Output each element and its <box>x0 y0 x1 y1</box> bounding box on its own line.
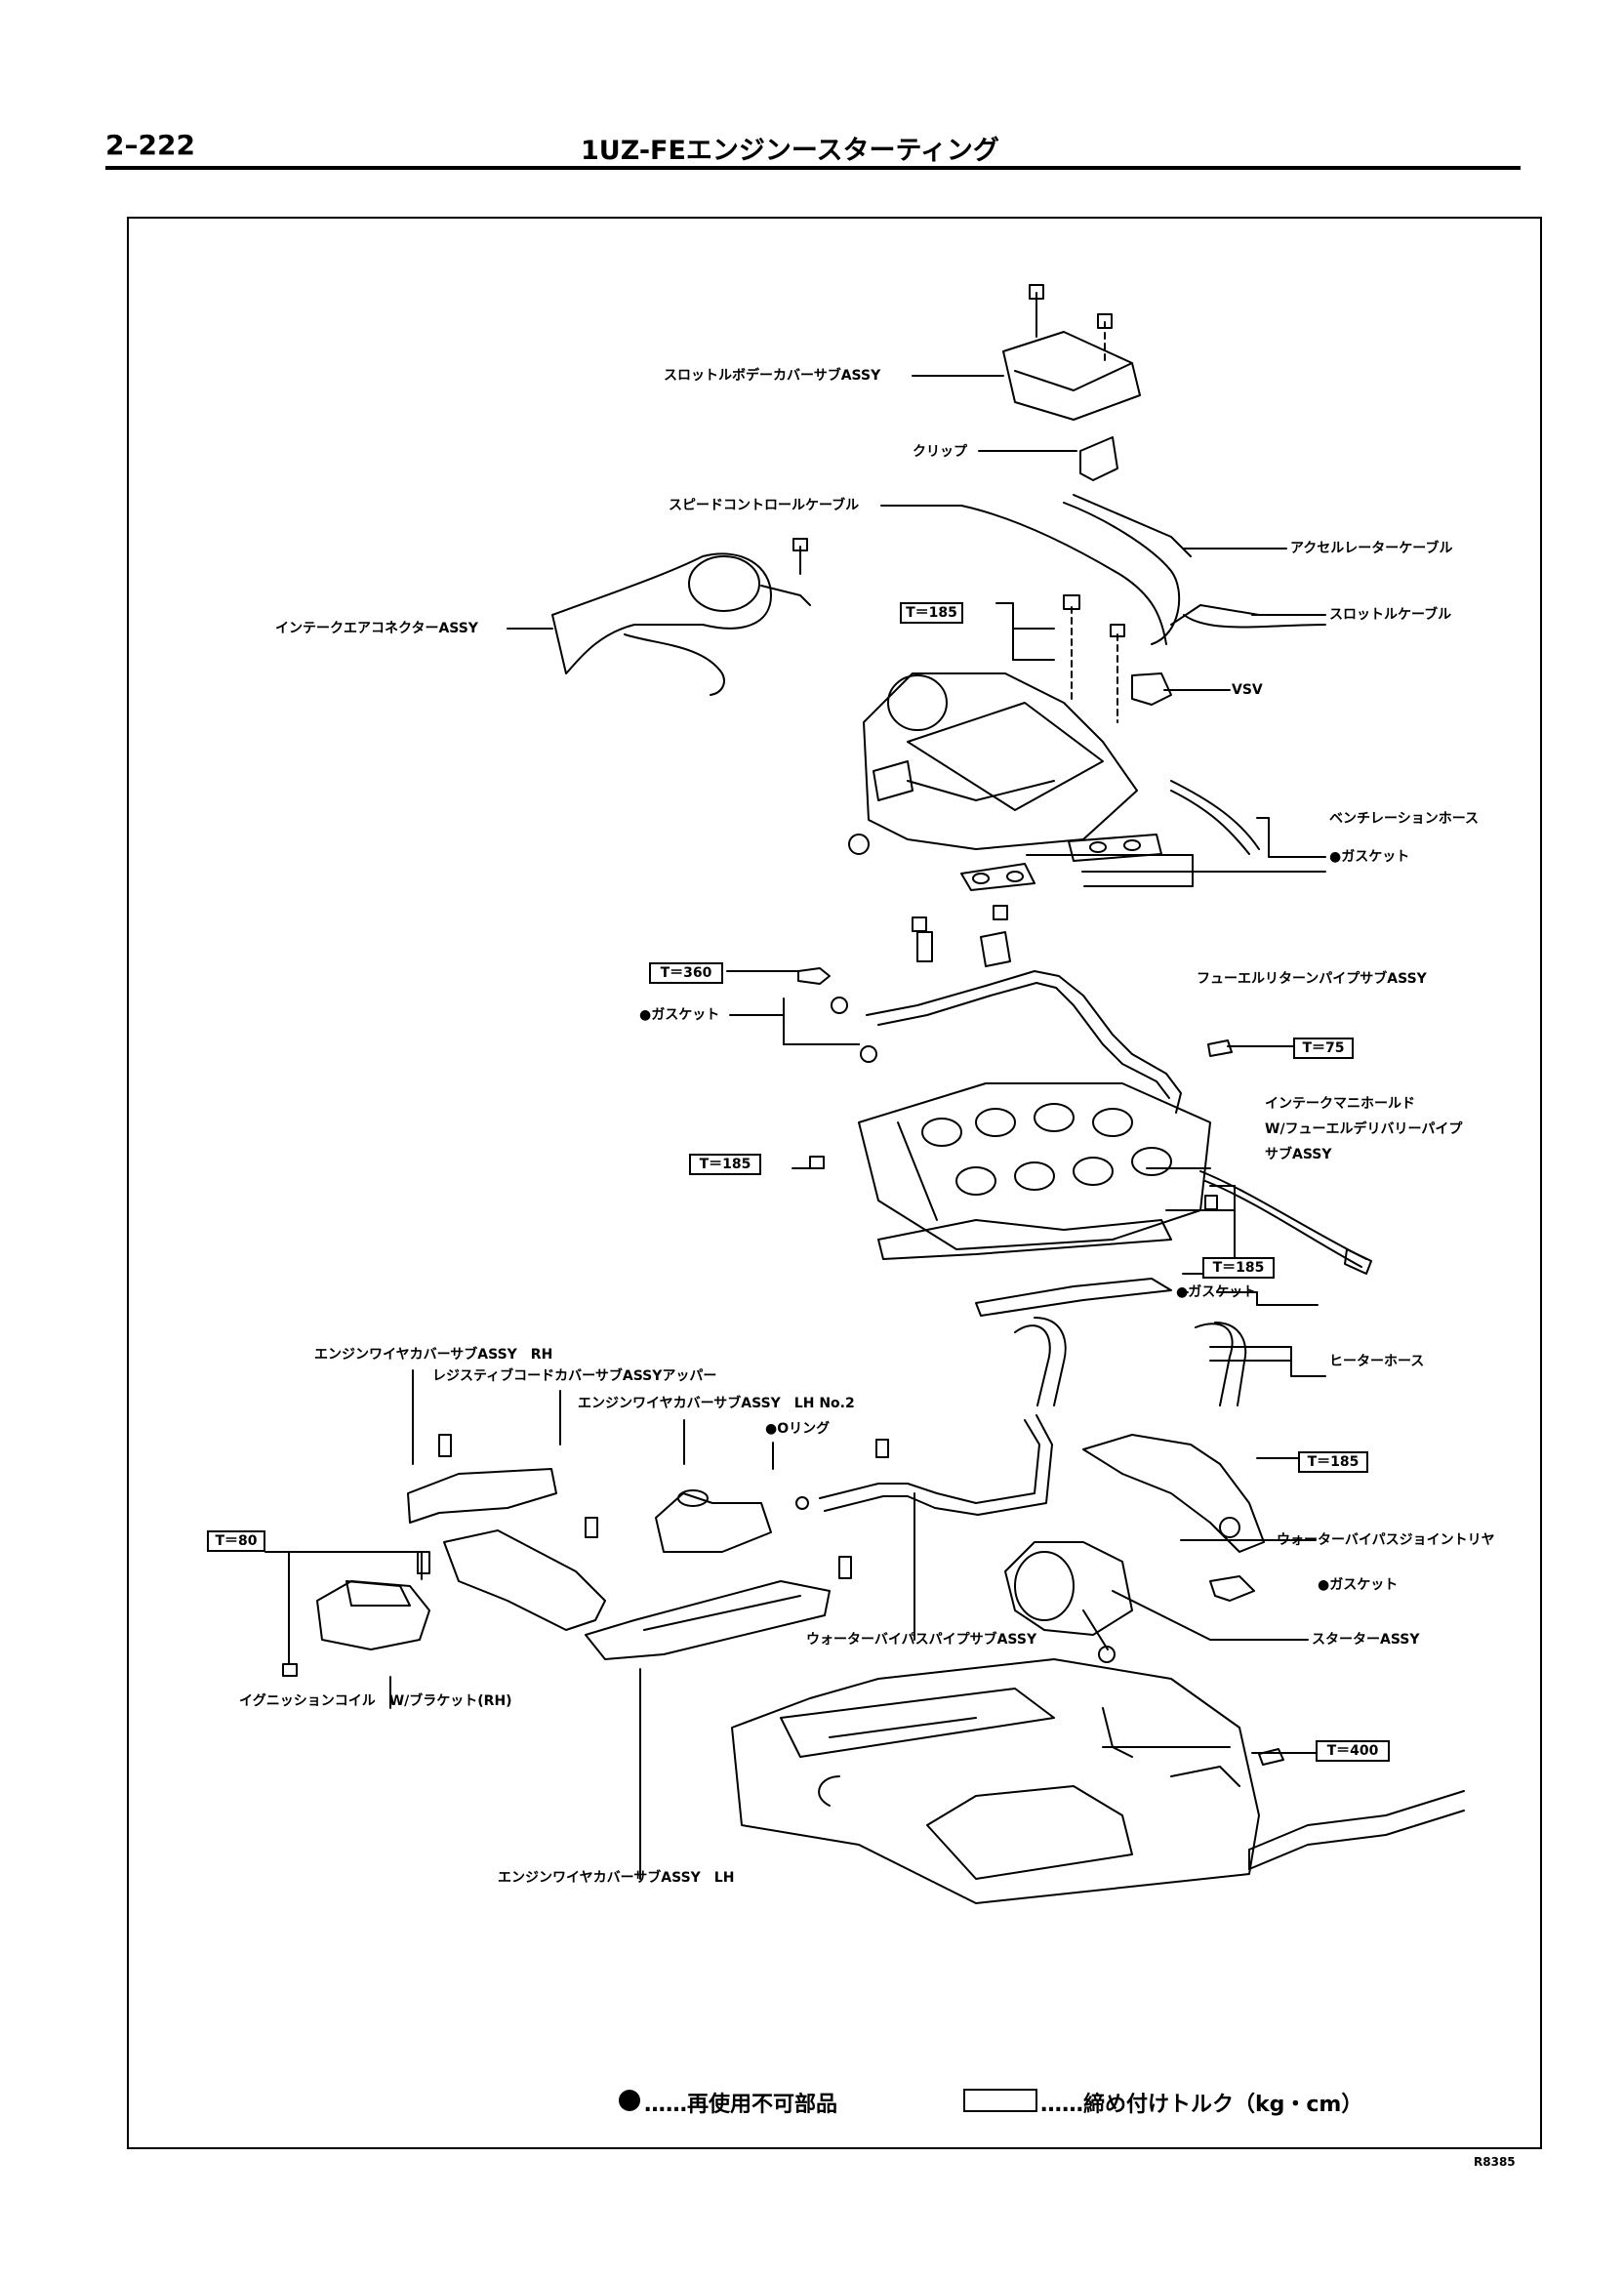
label-gasket-2: ●ガスケット <box>639 1007 720 1023</box>
non-reusable-marker-icon <box>619 2090 640 2111</box>
figure-code: R8385 <box>1474 2155 1516 2169</box>
legend-torque: ……締め付けトルク（kg・cm） <box>1040 2093 1363 2117</box>
water-bypass-joint <box>1082 1434 1265 1602</box>
label-throttle-cable: スロットルケーブル <box>1329 607 1452 623</box>
label-gasket-4: ●ガスケット <box>1318 1577 1399 1593</box>
engine-wire-cover-rh <box>407 1434 557 1524</box>
label-water-bypass-joint: ウォーターバイパスジョイントリヤ <box>1277 1532 1495 1548</box>
label-gasket-1: ●ガスケット <box>1329 849 1410 865</box>
torque-box-185-delivery: T＝185 <box>1202 1257 1275 1279</box>
torque-box-80: T＝80 <box>207 1530 265 1552</box>
torque-box-icon <box>963 2089 1037 2112</box>
intake-air-connector <box>551 538 811 696</box>
vsv <box>1131 672 1172 706</box>
page-title: 1UZ-FEエンジンースターティング <box>581 136 999 166</box>
page-number: 2–222 <box>105 129 195 161</box>
label-engine-wire-cover-lh-no2: エンジンワイヤカバーサブASSY LH No.2 <box>578 1396 855 1411</box>
fuel-return-pipe <box>797 905 1233 1114</box>
label-water-bypass-pipe: ウォーターバイパスパイプサブASSY <box>806 1632 1037 1648</box>
label-ignition-coil: イグニッションコイル W/ブラケット(RH) <box>239 1693 512 1709</box>
clip <box>1079 436 1118 481</box>
engine-block <box>731 1658 1465 1904</box>
water-bypass-pipe <box>795 1414 1053 1516</box>
leader-lines <box>264 375 1326 1880</box>
label-starter: スターターASSY <box>1312 1632 1420 1648</box>
torque-box-185-manifold: T＝185 <box>689 1154 761 1175</box>
label-engine-wire-cover-rh: エンジンワイヤカバーサブASSY RH <box>314 1347 553 1363</box>
label-o-ring: ●Oリング <box>765 1421 831 1437</box>
label-intake-manifold-1: インテークマニホールド <box>1265 1096 1415 1112</box>
torque-box-75: T＝75 <box>1293 1038 1354 1059</box>
label-vsv: VSV <box>1232 682 1263 698</box>
torque-box-185-joint: T＝185 <box>1298 1451 1368 1473</box>
engine-wire-cover-lh-no2 <box>655 1489 772 1553</box>
gasket-lower <box>975 1278 1172 1317</box>
torque-box-400: T＝400 <box>1316 1740 1390 1762</box>
label-speed-control-cable: スピードコントロールケーブル <box>669 498 860 513</box>
label-heater-hose: ヒーターホース <box>1329 1354 1425 1369</box>
label-resistive-cord-cover: レジスティブコードカバーサブASSYアッパー <box>432 1368 717 1384</box>
torque-box-185-throttle: T＝185 <box>900 602 963 624</box>
label-gasket-3: ●ガスケット <box>1176 1284 1257 1300</box>
ventilation-hose <box>1170 780 1260 855</box>
engine-wire-cover-lh <box>585 1556 852 1660</box>
legend-non-reusable: ……再使用不可部品 <box>644 2093 838 2117</box>
label-engine-wire-cover-lh: エンジンワイヤカバーサブASSY LH <box>498 1870 735 1886</box>
label-accelerator-cable: アクセルレーターケーブル <box>1290 541 1453 556</box>
heater-hoses <box>1014 1317 1247 1406</box>
label-intake-air-connector: インテークエアコネクターASSY <box>275 621 478 636</box>
label-clip: クリップ <box>913 444 967 460</box>
label-throttle-body-cover: スロットルボデーカバーサブASSY <box>664 368 881 384</box>
ignition-coil <box>282 1551 430 1677</box>
starter <box>1004 1541 1133 1663</box>
header-rule <box>105 166 1521 170</box>
label-fuel-return-pipe: フューエルリターンパイプサブASSY <box>1197 971 1427 987</box>
label-ventilation-hose: ベンチレーションホース <box>1329 811 1480 827</box>
throttle-body-assembly <box>848 594 1138 855</box>
label-intake-manifold-2: W/フューエルデリバリーパイプ <box>1265 1121 1463 1137</box>
resistive-cord-cover <box>443 1517 606 1631</box>
intake-manifold <box>809 1082 1372 1275</box>
diagram-frame <box>127 217 1542 2149</box>
label-intake-manifold-3: サブASSY <box>1265 1147 1332 1162</box>
torque-box-360: T＝360 <box>649 962 723 984</box>
gaskets-upper <box>960 834 1162 891</box>
throttle-body-cover <box>1002 284 1141 421</box>
cables <box>960 494 1326 645</box>
